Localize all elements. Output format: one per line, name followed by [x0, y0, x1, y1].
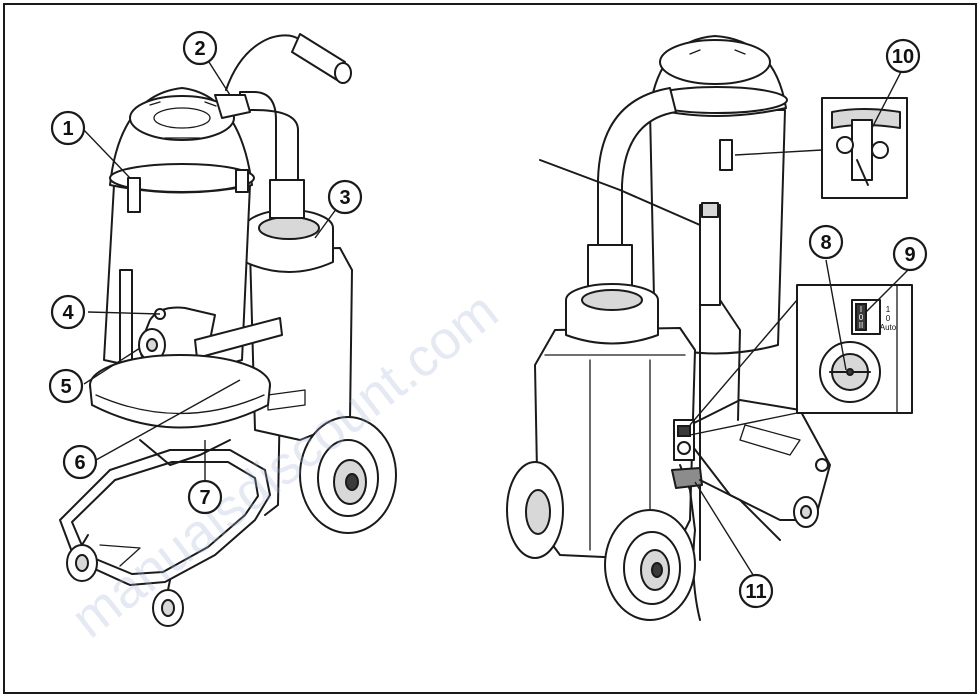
callout-5: 5	[48, 368, 84, 404]
callout-number: 2	[194, 38, 205, 60]
callout-7: 7	[187, 479, 223, 515]
callout-circle	[885, 38, 921, 74]
callout-number: 10	[892, 46, 914, 68]
callout-circle	[182, 30, 218, 66]
callout-circle	[808, 224, 844, 260]
callout-circle	[327, 179, 363, 215]
callout-circle	[62, 444, 98, 480]
callout-6: 6	[62, 444, 98, 480]
callout-number: 1	[62, 118, 73, 140]
callout-circle	[738, 573, 774, 609]
callout-8: 8	[808, 224, 844, 260]
left-front-caster	[66, 534, 98, 582]
callout-circle	[50, 294, 86, 330]
callout-number: 7	[199, 487, 210, 509]
callout-number: 6	[74, 452, 85, 474]
left-vacuum-front-view	[59, 33, 397, 627]
scale-label-auto: Auto	[880, 323, 897, 332]
callout-3: 3	[327, 179, 363, 215]
callout-number: 3	[339, 187, 350, 209]
callout-9: 9	[892, 236, 928, 272]
callout-1: 1	[50, 110, 86, 146]
right-caster-front	[793, 496, 819, 528]
callout-number: 11	[745, 581, 766, 603]
right-back-wheel	[506, 461, 564, 559]
callout-10: 10	[885, 38, 921, 74]
right-big-wheel	[604, 509, 696, 621]
switch-label-on: I	[860, 305, 862, 314]
callout-2: 2	[182, 30, 218, 66]
callout-number: 5	[60, 376, 71, 398]
callout-circle	[50, 110, 86, 146]
callout-4: 4	[50, 294, 86, 330]
scale-label-mid: 0	[886, 314, 891, 323]
left-big-wheel	[299, 416, 397, 534]
callout-number: 9	[904, 244, 915, 266]
callout-number: 8	[820, 232, 831, 254]
switch-label-mid: 0	[859, 313, 864, 322]
callout-circle	[892, 236, 928, 272]
switch-label-off: II	[859, 321, 863, 330]
callout-number: 4	[62, 302, 74, 324]
detail-inset-clamp	[734, 97, 908, 199]
outer-frame	[3, 3, 977, 694]
callout-circle	[48, 368, 84, 404]
detail-inset-switch: I 0 II 1 0 Auto	[689, 284, 913, 436]
right-vacuum-rear-view	[506, 35, 831, 621]
left-rear-caster	[152, 579, 184, 627]
scale-label-top: 1	[886, 305, 891, 314]
callout-11: 11	[738, 573, 774, 609]
callout-circle	[187, 479, 223, 515]
